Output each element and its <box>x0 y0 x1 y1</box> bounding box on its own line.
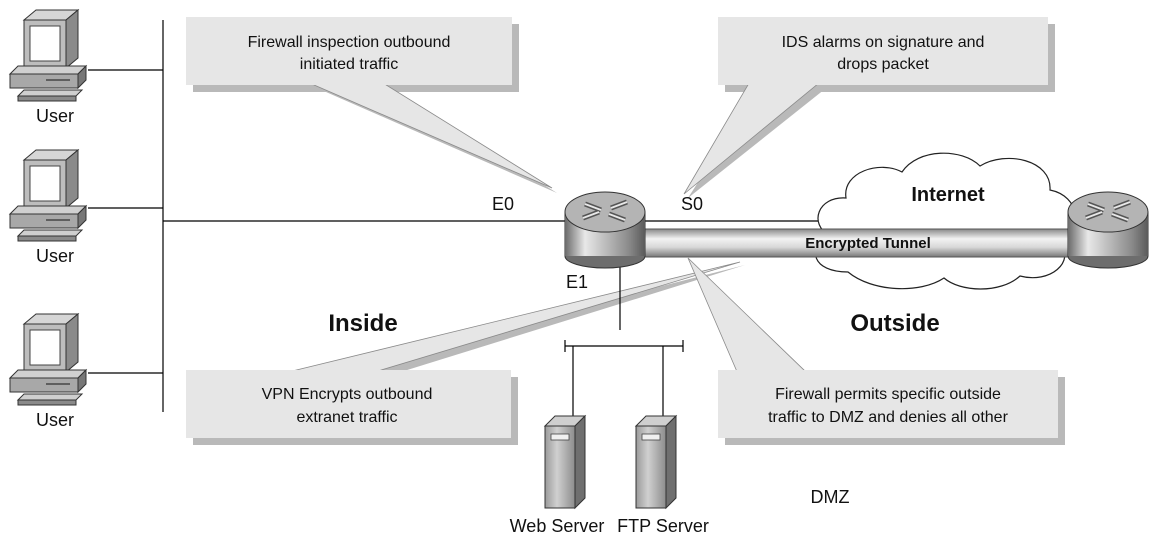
interface-e0-label: E0 <box>492 194 514 214</box>
callout-firewall-inspection-line1: Firewall inspection outbound <box>248 34 451 51</box>
callout-firewall-permits: Firewall permits specific outside traffi… <box>687 257 1065 445</box>
dmz-lines <box>564 265 684 420</box>
encrypted-tunnel <box>639 228 1102 258</box>
user-pc-1[interactable]: User <box>9 9 87 126</box>
web-server[interactable]: Web Server <box>510 415 605 536</box>
tunnel-label: Encrypted Tunnel <box>805 235 931 252</box>
computer-icon <box>9 9 87 102</box>
ftp-server-label: FTP Server <box>617 516 709 536</box>
interface-e1-label: E1 <box>566 272 588 292</box>
callout-vpn-line2: extranet traffic <box>296 409 397 426</box>
internet-cloud <box>815 152 1077 290</box>
inside-lan-lines <box>88 20 565 412</box>
user-label: User <box>36 246 74 266</box>
interface-s0-label: S0 <box>681 194 703 214</box>
callout-firewall-permits-line1: Firewall permits specific outside <box>775 386 1001 403</box>
web-server-label: Web Server <box>510 516 605 536</box>
user-pc-2[interactable]: User <box>9 149 87 266</box>
user-label: User <box>36 410 74 430</box>
callout-ids: IDS alarms on signature and drops packet <box>683 17 1055 198</box>
computer-icon <box>9 149 87 242</box>
web-server-icon <box>544 415 586 509</box>
callout-vpn-line1: VPN Encrypts outbound <box>262 386 433 403</box>
zone-dmz-label: DMZ <box>811 487 850 507</box>
internet-label: Internet <box>911 184 985 206</box>
zone-inside-label: Inside <box>328 310 397 337</box>
callout-firewall-inspection: Firewall inspection outbound initiated t… <box>186 17 557 193</box>
callout-firewall-inspection-line2: initiated traffic <box>300 56 398 73</box>
user-label: User <box>36 106 74 126</box>
callout-ids-line2: drops packet <box>837 56 929 73</box>
callout-firewall-permits-line2: traffic to DMZ and denies all other <box>768 409 1008 426</box>
computer-icon <box>9 313 87 406</box>
user-pc-3[interactable]: User <box>9 313 87 430</box>
callout-vpn: VPN Encrypts outbound extranet traffic <box>186 261 745 445</box>
remote-router-icon[interactable] <box>1068 192 1148 268</box>
ftp-server-icon <box>635 415 677 509</box>
zone-outside-label: Outside <box>850 310 939 337</box>
firewall-router-icon[interactable] <box>565 192 645 268</box>
callout-ids-line1: IDS alarms on signature and <box>782 34 985 51</box>
ftp-server[interactable]: FTP Server <box>617 415 709 536</box>
